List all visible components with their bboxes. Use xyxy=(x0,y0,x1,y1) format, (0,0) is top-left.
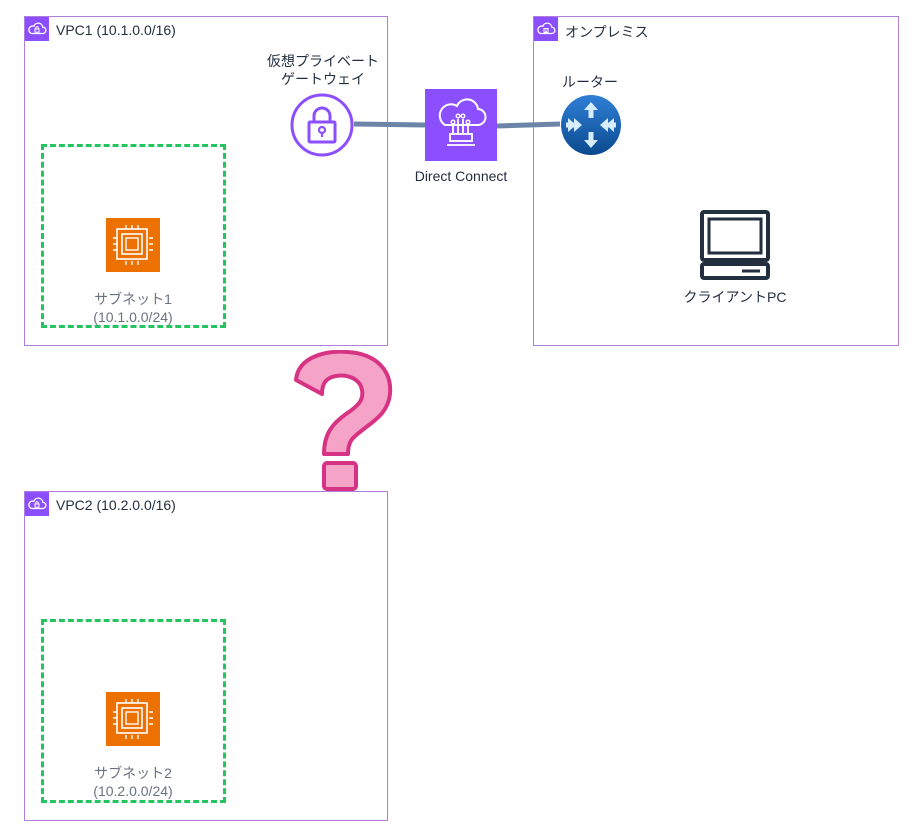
virtual-private-gateway-icon xyxy=(290,93,354,157)
dx-to-router-link xyxy=(496,121,561,129)
client-pc-icon xyxy=(700,210,770,280)
vpc-cloud-lock-icon xyxy=(25,492,49,516)
subnet2-box xyxy=(41,619,226,803)
vpc1-label: VPC1 (10.1.0.0/16) xyxy=(56,22,176,38)
subnet1-box xyxy=(41,144,226,328)
router-icon xyxy=(561,95,621,155)
vpc2-group: VPC2 (10.2.0.0/16) xyxy=(24,491,388,821)
router-label: ルーター xyxy=(562,74,618,90)
subnet1-cidr: (10.1.0.0/24) xyxy=(93,309,173,325)
onprem-label: オンプレミス xyxy=(565,24,649,40)
corporate-datacenter-icon xyxy=(534,17,558,41)
subnet2-cidr: (10.2.0.0/24) xyxy=(93,783,173,799)
subnet2-name: サブネット2 xyxy=(94,765,172,781)
vpc1-group: VPC1 (10.1.0.0/16) xyxy=(24,16,388,346)
direct-connect-label: Direct Connect xyxy=(414,168,508,184)
onprem-group: オンプレミス xyxy=(533,16,899,346)
ec2-instance-icon xyxy=(106,692,160,746)
direct-connect-icon xyxy=(425,89,497,161)
question-mark-icon xyxy=(294,350,393,491)
subnet1-name: サブネット1 xyxy=(94,291,172,307)
vpc-cloud-lock-icon xyxy=(25,17,49,41)
vgw-to-dx-link xyxy=(353,121,426,128)
vpc2-label: VPC2 (10.2.0.0/16) xyxy=(56,497,176,513)
vgw-label-line1: 仮想プライベート xyxy=(267,53,379,69)
vgw-label-line2: ゲートウェイ xyxy=(281,71,365,87)
ec2-instance-icon xyxy=(106,218,160,272)
client-pc-label: クライアントPC xyxy=(683,289,787,305)
